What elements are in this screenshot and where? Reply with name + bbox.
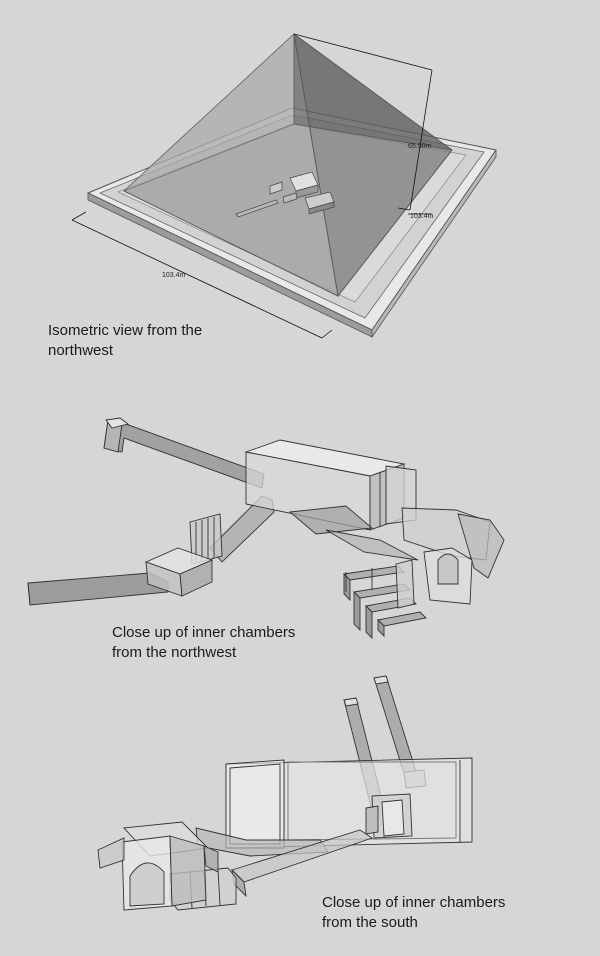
closeup-south-panel (97, 675, 473, 911)
isometric-panel: 65.50m 103.4m 103.4m (71, 33, 497, 339)
closeup-northwest-panel (27, 417, 505, 640)
height-label: 65.50m (408, 143, 432, 150)
caption-closeup-south: Close up of inner chambers from the sout… (322, 894, 506, 931)
side-label-front: 103.4m (162, 272, 186, 279)
connecting-passage (288, 505, 374, 535)
side-label-right: 103.4m (410, 213, 434, 220)
arched-chamber-arch (129, 862, 165, 907)
caption-isometric: Isometric view from the northwest (48, 322, 203, 359)
upper-passage (103, 419, 265, 489)
enclosure-wall-right-face (371, 148, 497, 339)
pyramid-face-back (293, 33, 453, 151)
dimension-height (293, 33, 433, 211)
caption-closeup-northwest: Close up of inner chambers from the nort… (112, 624, 296, 661)
inner-chambers-miniature (235, 171, 335, 218)
dimension-front-side (71, 211, 333, 339)
small-passages (343, 559, 427, 640)
